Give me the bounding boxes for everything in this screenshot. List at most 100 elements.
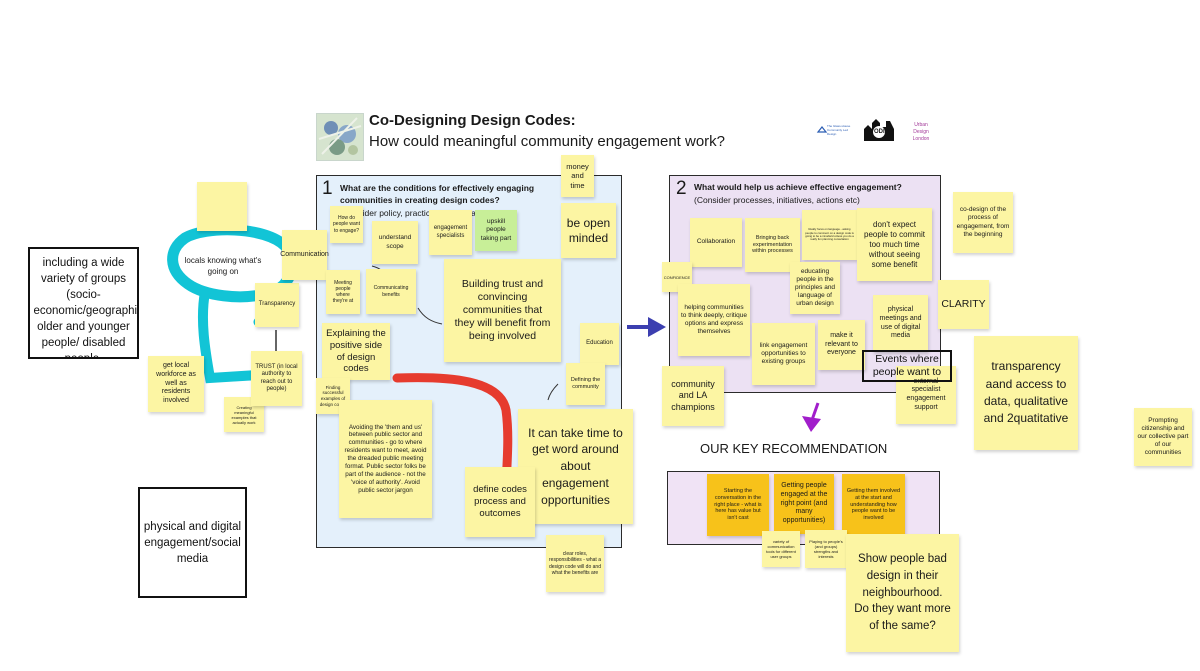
sticky-text: Really focus on language - asking people… (805, 227, 854, 242)
sticky-text: Starting the conversation in the right p… (714, 487, 762, 522)
sticky-make-relevant[interactable]: make it relevant to everyone (818, 320, 865, 370)
sticky-education[interactable]: Education (580, 323, 619, 365)
sticky-explaining[interactable]: Explaining the positive side of design c… (322, 323, 390, 380)
sticky-text: It can take time to get word around abou… (528, 425, 623, 507)
sticky-variety-tools[interactable]: variety of communication tools for diffe… (762, 531, 800, 567)
sticky-how-do-people[interactable]: How do people want to engage? (330, 206, 363, 243)
sticky-text: Show people bad design in their neighbou… (854, 553, 951, 632)
sticky-defining[interactable]: Defining the community (566, 363, 605, 405)
sticky-upskill[interactable]: upskill people taking part (475, 210, 517, 251)
sticky-transparency[interactable]: Transparency (255, 283, 299, 327)
sticky-engagement-specialists[interactable]: engagement specialists (429, 210, 472, 255)
sticky-text: clear roles, responsibilities - what a d… (549, 551, 601, 576)
board-title: Co-Designing Design Codes: (369, 112, 576, 129)
circled-text: locals knowing what's going on (184, 256, 262, 276)
sticky-text: co-design of the process of engagement, … (956, 206, 1010, 238)
sticky-it-can-take[interactable]: It can take time to get word around abou… (518, 409, 633, 524)
sticky-starting-conversation[interactable]: Starting the conversation in the right p… (707, 474, 769, 536)
sticky-link-engagement[interactable]: link engagement opportunities to existin… (752, 323, 815, 385)
sticky-text: Collaboration (696, 238, 736, 246)
sticky-building-trust[interactable]: Building trust and convincing communitie… (444, 259, 561, 362)
sticky-external[interactable]: external specialist engagement support (896, 366, 956, 424)
sticky-local-workforce[interactable]: get local workforce as well as residents… (148, 356, 204, 412)
boxed-physical-digital[interactable]: physical and digital engagement/social m… (138, 487, 247, 598)
sticky-helping[interactable]: helping communities to think deeply, cri… (678, 284, 750, 356)
sticky-text: get local workforce as well as residents… (156, 362, 196, 405)
sticky-text: understand scope (378, 234, 412, 250)
boxed-events[interactable]: Events where people want to meet and (862, 350, 952, 382)
sticky-text: CONFIDENCE (663, 274, 691, 280)
sticky-understand-scope[interactable]: understand scope (372, 221, 418, 264)
boxed-wide-variety[interactable]: including a wide variety of groups (soci… (28, 247, 139, 359)
sticky-prompting[interactable]: Prompting citizenship and our collective… (1134, 408, 1192, 466)
odi-city-icon (864, 119, 894, 141)
sticky-text: don't expect people to commit too much t… (864, 219, 925, 269)
sticky-text: Prompting citizenship and our collective… (1137, 416, 1189, 457)
sticky-really-focus[interactable]: Really focus on language - asking people… (802, 210, 857, 260)
panel2-number: 2 (676, 178, 687, 199)
glasshouse-logo: The Glass-House Community Led Design (816, 122, 858, 138)
sticky-dont-expect[interactable]: don't expect people to commit too much t… (857, 208, 932, 281)
sticky-text: Meeting people where they're at (332, 279, 354, 305)
sticky-text: be open minded (566, 215, 611, 245)
sticky-codesign[interactable]: co-design of the process of engagement, … (953, 192, 1013, 253)
arrow-to-recommendation-head (802, 416, 821, 432)
sticky-meeting-people[interactable]: Meeting people where they're at (326, 270, 360, 314)
panel1-subtitle: (Consider policy, practice, skills, scal… (340, 208, 486, 218)
sticky-text: define codes process and outcomes (473, 484, 527, 519)
sticky-text: educating people in the principles and l… (794, 267, 836, 308)
map-thumbnail-icon (317, 114, 363, 160)
panel2-subtitle: (Consider processes, initiatives, action… (694, 195, 860, 205)
sticky-communication[interactable]: Communication (280, 230, 329, 280)
sticky-transparency-data[interactable]: transparency aand access to data, qualit… (974, 336, 1078, 450)
sticky-text: CLARITY (941, 297, 986, 310)
sticky-text: helping communities to think deeply, cri… (681, 303, 747, 336)
sticky-educating[interactable]: educating people in the principles and l… (790, 262, 840, 314)
sticky-text: Getting people engaged at the right poin… (780, 482, 828, 525)
sticky-blank[interactable] (197, 182, 247, 231)
sticky-trust-local[interactable]: TRUST (in local authority to reach out t… (251, 351, 302, 406)
sticky-community-la[interactable]: community and LA champions (662, 366, 724, 426)
boxed-wide-variety-text: including a wide variety of groups (soci… (33, 257, 138, 359)
sticky-money-time[interactable]: money and time (561, 155, 594, 197)
recommendation-heading: OUR KEY RECOMMENDATION (700, 441, 888, 456)
sticky-text: Communicating benefits (373, 285, 409, 298)
sticky-avoiding[interactable]: Avoiding the 'them and us' between publi… (339, 400, 432, 518)
sticky-communicating-benefits[interactable]: Communicating benefits (366, 269, 416, 314)
sticky-text: Creating meaningful examples that actual… (231, 404, 257, 425)
sticky-text: Communication (280, 250, 329, 258)
sticky-text: external specialist engagement support (906, 377, 946, 411)
sticky-text: TRUST (in local authority to reach out t… (255, 363, 298, 393)
sticky-clarity[interactable]: CLARITY (938, 280, 989, 329)
arrow-to-recommendation (810, 402, 820, 421)
panel1-number: 1 (322, 178, 333, 199)
sticky-collaboration[interactable]: Collaboration (690, 218, 742, 267)
sticky-text: Avoiding the 'them and us' between publi… (344, 423, 427, 494)
sticky-text: engagement specialists (433, 225, 468, 239)
sticky-text: Transparency (258, 301, 296, 308)
arrow-to-panel2-head (648, 317, 666, 337)
sticky-text: physical meetings and use of digital med… (879, 306, 922, 340)
sticky-text: Explaining the positive side of design c… (326, 327, 386, 375)
sticky-clear-roles[interactable]: clear roles, responsibilities - what a d… (546, 535, 604, 592)
sticky-show-people[interactable]: Show people bad design in their neighbou… (846, 534, 959, 652)
sticky-getting-them[interactable]: Getting them involved at the start and u… (842, 474, 905, 536)
sticky-text: money and time (566, 161, 589, 190)
sticky-physical-meetings[interactable]: physical meetings and use of digital med… (873, 295, 928, 352)
cyan-tail-scribble (197, 287, 263, 384)
glasshouse-logo-text: The Glass-House Community Led Design (827, 124, 851, 136)
sticky-be-open[interactable]: be open minded (561, 203, 616, 258)
header-thumbnail (316, 113, 364, 161)
sticky-text: Building trust and convincing communitie… (454, 277, 551, 343)
sticky-text: How do people want to engage? (333, 215, 360, 234)
sticky-bringing-back[interactable]: Bringing back experimentation within pro… (745, 218, 800, 272)
odi-logo: ODI (862, 115, 896, 143)
sticky-getting-people[interactable]: Getting people engaged at the right poin… (774, 474, 834, 534)
sticky-text: Playing to people's (and groups) strengt… (809, 539, 843, 559)
boxed-physical-digital-text: physical and digital engagement/social m… (143, 520, 242, 565)
sticky-text: upskill people taking part (480, 218, 512, 242)
sticky-text: community and LA champions (671, 379, 715, 412)
sticky-playing-to[interactable]: Playing to people's (and groups) strengt… (805, 530, 847, 568)
sticky-define-codes[interactable]: define codes process and outcomes (465, 467, 535, 537)
sticky-text: link engagement opportunities to existin… (759, 341, 808, 366)
